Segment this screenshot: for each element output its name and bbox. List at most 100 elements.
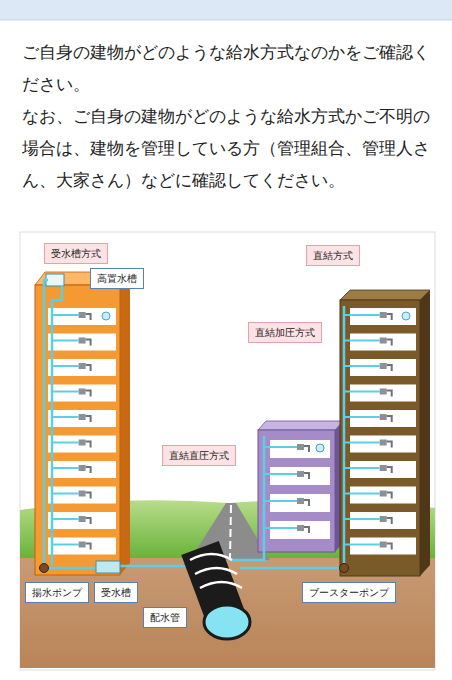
branch-pipe [344, 493, 380, 495]
floor [270, 467, 330, 485]
label-text: ブースターポンプ [309, 586, 389, 599]
branch-pipe [52, 340, 79, 342]
booster-pump [340, 564, 349, 573]
faucet [79, 516, 86, 522]
faucet-spout [387, 467, 392, 473]
label-text: 受水槽 [101, 586, 131, 599]
label-box: 配水管 [143, 607, 187, 628]
faucet-spout [86, 340, 91, 346]
lift-pump [40, 564, 49, 573]
faucet [380, 363, 387, 369]
label-text: 揚水ポンプ [32, 586, 82, 599]
notice-text: なお、ご自身の建物がどのような給水方式かご不明の場合は、建物を管理している方（管… [22, 100, 436, 196]
branch-pipe [344, 391, 380, 393]
faucet-spout [387, 365, 392, 371]
branch-pipe [344, 442, 380, 444]
faucet [297, 498, 304, 504]
floor [350, 461, 416, 478]
faucet-spout [387, 391, 392, 397]
floor [48, 334, 116, 351]
label-box: 受水槽 [94, 582, 138, 603]
water-drop [316, 444, 324, 452]
faucet-spout [304, 527, 309, 533]
branch-pipe [344, 314, 380, 316]
floor [350, 385, 416, 402]
faucet-spout [387, 442, 392, 448]
faucet-spout [304, 500, 309, 506]
label-text: 直結直圧方式 [169, 449, 229, 462]
floor [350, 359, 416, 376]
branch-pipe [344, 467, 380, 469]
faucet [380, 312, 387, 318]
branch-pipe [344, 340, 380, 342]
floor [48, 410, 116, 427]
floor [270, 521, 330, 539]
branch-pipe [52, 442, 79, 444]
faucet [79, 389, 86, 395]
water-pipes [44, 280, 344, 568]
faucet [380, 440, 387, 446]
branch-pipe [344, 544, 380, 546]
label-box: 直結直圧方式 [162, 445, 236, 466]
faucet [380, 414, 387, 420]
floor [48, 436, 116, 453]
floor [48, 487, 116, 504]
branch-pipe [264, 527, 297, 529]
faucet-spout [86, 442, 91, 448]
faucet [79, 312, 86, 318]
branch-pipe [264, 446, 297, 448]
water-drop [402, 312, 410, 320]
floor [350, 334, 416, 351]
branch-pipe [344, 365, 380, 367]
faucet [297, 525, 304, 531]
receiving-tank [96, 561, 120, 573]
label-text: 配水管 [150, 611, 180, 624]
floor [48, 385, 116, 402]
faucet [79, 414, 86, 420]
faucet-spout [86, 544, 91, 550]
faucet-spout [387, 340, 392, 346]
floor [350, 410, 416, 427]
faucet-spout [86, 493, 91, 499]
elevated-tank [46, 274, 64, 286]
floor [350, 512, 416, 529]
floor [350, 538, 416, 555]
label-box: 直結加圧方式 [248, 322, 322, 343]
faucet-spout [387, 493, 392, 499]
label-text: 受水槽方式 [51, 247, 101, 260]
faucet [297, 444, 304, 450]
floor [48, 308, 116, 325]
faucet [380, 465, 387, 471]
water-drop [102, 312, 110, 320]
branch-pipe [344, 416, 380, 418]
faucet [380, 542, 387, 548]
direct-pressure-building [258, 421, 343, 552]
branch-pipe [344, 518, 380, 520]
label-text: 高置水槽 [97, 272, 137, 285]
label-text: 直結加圧方式 [255, 326, 315, 339]
tank-building [35, 272, 130, 575]
floor [48, 512, 116, 529]
floor [48, 461, 116, 478]
faucet-spout [387, 314, 392, 320]
top-bar [0, 0, 452, 20]
faucet [79, 440, 86, 446]
floor [350, 436, 416, 453]
faucet [380, 389, 387, 395]
branch-pipe [264, 473, 297, 475]
branch-pipe [52, 416, 79, 418]
faucet [79, 465, 86, 471]
branch-pipe [52, 518, 79, 520]
label-text: 直結方式 [313, 249, 353, 262]
faucet-spout [86, 518, 91, 524]
faucet-spout [86, 365, 91, 371]
faucet-spout [387, 518, 392, 524]
faucet-spout [304, 473, 309, 479]
floor [48, 538, 116, 555]
branch-pipe [52, 391, 79, 393]
faucet-spout [86, 314, 91, 320]
faucet [297, 471, 304, 477]
faucet [79, 338, 86, 344]
floor [350, 308, 416, 325]
